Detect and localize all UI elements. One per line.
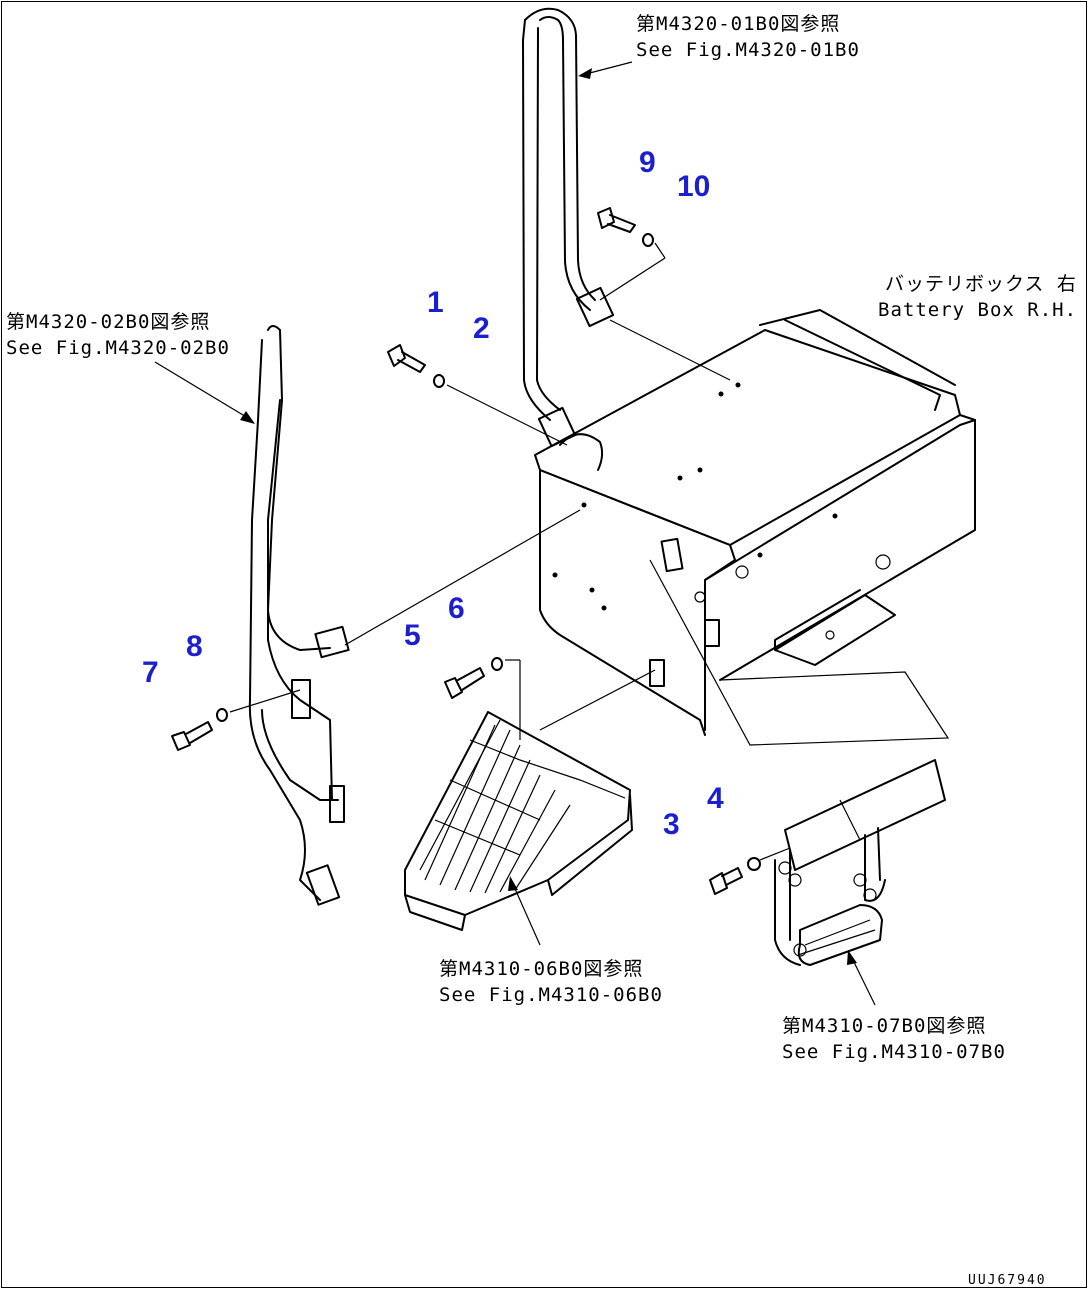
ref-top-handrail-en: See Fig.M4320-01B0 [636, 39, 860, 61]
callout-1: 1 [427, 286, 444, 319]
drawing-code: UUJ67940 [968, 1273, 1047, 1288]
top-handrail [522, 7, 615, 448]
left-handrail [248, 325, 350, 906]
leader-right-step [850, 955, 876, 1006]
battery-box-label-en: Battery Box R.H. [878, 299, 1077, 321]
left-step [404, 659, 665, 931]
callout-5: 5 [404, 619, 421, 652]
bolt-9 [597, 207, 636, 233]
bolt-1 [387, 344, 426, 373]
ref-left-handrail-en: See Fig.M4320-02B0 [6, 337, 230, 359]
leader-left-step [511, 881, 541, 946]
callout-7: 7 [142, 656, 159, 689]
bolt-3 [709, 867, 743, 895]
callout-2: 2 [473, 312, 490, 345]
washer-6 [491, 657, 503, 671]
ref-top-handrail-jp: 第M4320-01B0図参照 [636, 13, 840, 35]
ref-left-step-jp: 第M4310-06B0図参照 [439, 958, 643, 980]
callout-9: 9 [639, 146, 656, 179]
callout-8: 8 [186, 630, 203, 663]
callout-6: 6 [448, 592, 465, 625]
assembly-lines [229, 242, 950, 861]
washer-2 [433, 374, 445, 388]
battery-box [534, 309, 976, 736]
callout-10: 10 [677, 170, 710, 203]
ref-right-step-en: See Fig.M4310-07B0 [782, 1041, 1006, 1063]
washer-4 [747, 857, 761, 871]
ref-left-handrail-jp: 第M4320-02B0図参照 [6, 311, 210, 333]
right-step [774, 759, 946, 966]
ref-right-step-jp: 第M4310-07B0図参照 [782, 1015, 986, 1037]
bolt-7 [171, 721, 213, 751]
washer-10 [642, 233, 654, 247]
leader-left-handrail [154, 361, 249, 419]
ref-left-step-en: See Fig.M4310-06B0 [439, 984, 663, 1006]
washer-8 [216, 708, 228, 722]
bolt-5 [444, 667, 485, 699]
battery-box-label-jp: バッテリボックス 右 [885, 273, 1077, 295]
callout-3: 3 [663, 808, 680, 841]
callout-4: 4 [707, 782, 724, 815]
